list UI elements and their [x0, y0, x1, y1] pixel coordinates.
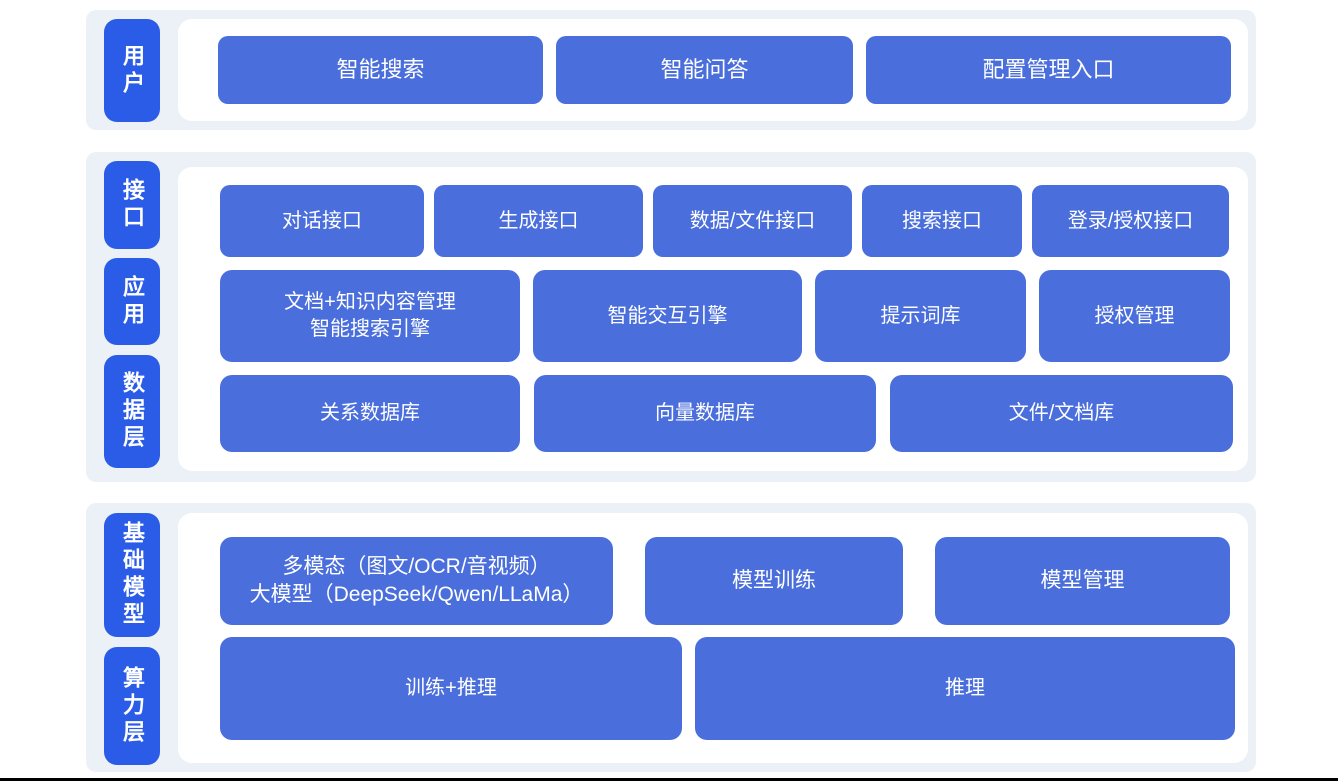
box-smart-qa: 智能问答: [556, 36, 853, 104]
box-inference: 推理: [695, 637, 1235, 740]
box-data-file-api: 数据/文件接口: [653, 185, 852, 257]
compute-row: 训练+推理 推理: [178, 637, 1248, 740]
foundation-layers-panel: 多模态（图文/OCR/音视频） 大模型（DeepSeek/Qwen/LLaMa）…: [178, 513, 1248, 763]
box-model-management: 模型管理: [935, 537, 1230, 625]
box-model-training: 模型训练: [645, 537, 903, 625]
layer-label-foundation-model: 基础模型: [104, 513, 160, 637]
bottom-divider-line: [0, 778, 1338, 781]
box-doc-knowledge-search-engine: 文档+知识内容管理 智能搜索引擎: [220, 270, 520, 362]
layer-label-application: 应用: [104, 258, 160, 345]
box-config-management-entry: 配置管理入口: [866, 36, 1231, 104]
box-login-auth-api: 登录/授权接口: [1032, 185, 1229, 257]
data-row: 关系数据库 向量数据库 文件/文档库: [178, 375, 1248, 452]
box-generation-api: 生成接口: [434, 185, 643, 257]
box-smart-search: 智能搜索: [218, 36, 543, 104]
interface-row: 对话接口 生成接口 数据/文件接口 搜索接口 登录/授权接口: [178, 185, 1248, 257]
box-training-plus-inference: 训练+推理: [220, 637, 682, 740]
foundation-layers-band: 基础模型 算力层 多模态（图文/OCR/音视频） 大模型（DeepSeek/Qw…: [86, 503, 1256, 772]
layer-label-compute: 算力层: [104, 647, 160, 765]
layer-label-data: 数据层: [104, 355, 160, 468]
middle-layers-band: 接口 应用 数据层 对话接口 生成接口 数据/文件接口 搜索接口 登录/授权接口…: [86, 152, 1256, 482]
model-row: 多模态（图文/OCR/音视频） 大模型（DeepSeek/Qwen/LLaMa）…: [178, 537, 1248, 625]
box-search-api: 搜索接口: [862, 185, 1022, 257]
box-intelligent-interaction-engine: 智能交互引擎: [533, 270, 802, 362]
user-layer-panel: 智能搜索 智能问答 配置管理入口: [178, 19, 1248, 121]
box-authorization-management: 授权管理: [1039, 270, 1230, 362]
box-multimodal-llm: 多模态（图文/OCR/音视频） 大模型（DeepSeek/Qwen/LLaMa）: [220, 537, 613, 625]
box-dialog-api: 对话接口: [220, 185, 424, 257]
box-relational-database: 关系数据库: [220, 375, 520, 452]
layer-label-user: 用户: [104, 19, 160, 122]
middle-layers-panel: 对话接口 生成接口 数据/文件接口 搜索接口 登录/授权接口 文档+知识内容管理…: [178, 167, 1248, 471]
application-row: 文档+知识内容管理 智能搜索引擎 智能交互引擎 提示词库 授权管理: [178, 270, 1248, 362]
box-vector-database: 向量数据库: [534, 375, 876, 452]
box-file-document-store: 文件/文档库: [890, 375, 1233, 452]
user-row: 智能搜索 智能问答 配置管理入口: [218, 36, 1248, 104]
box-prompt-library: 提示词库: [815, 270, 1026, 362]
layer-label-interface: 接口: [104, 161, 160, 249]
user-layer-band: 用户 智能搜索 智能问答 配置管理入口: [86, 10, 1256, 130]
